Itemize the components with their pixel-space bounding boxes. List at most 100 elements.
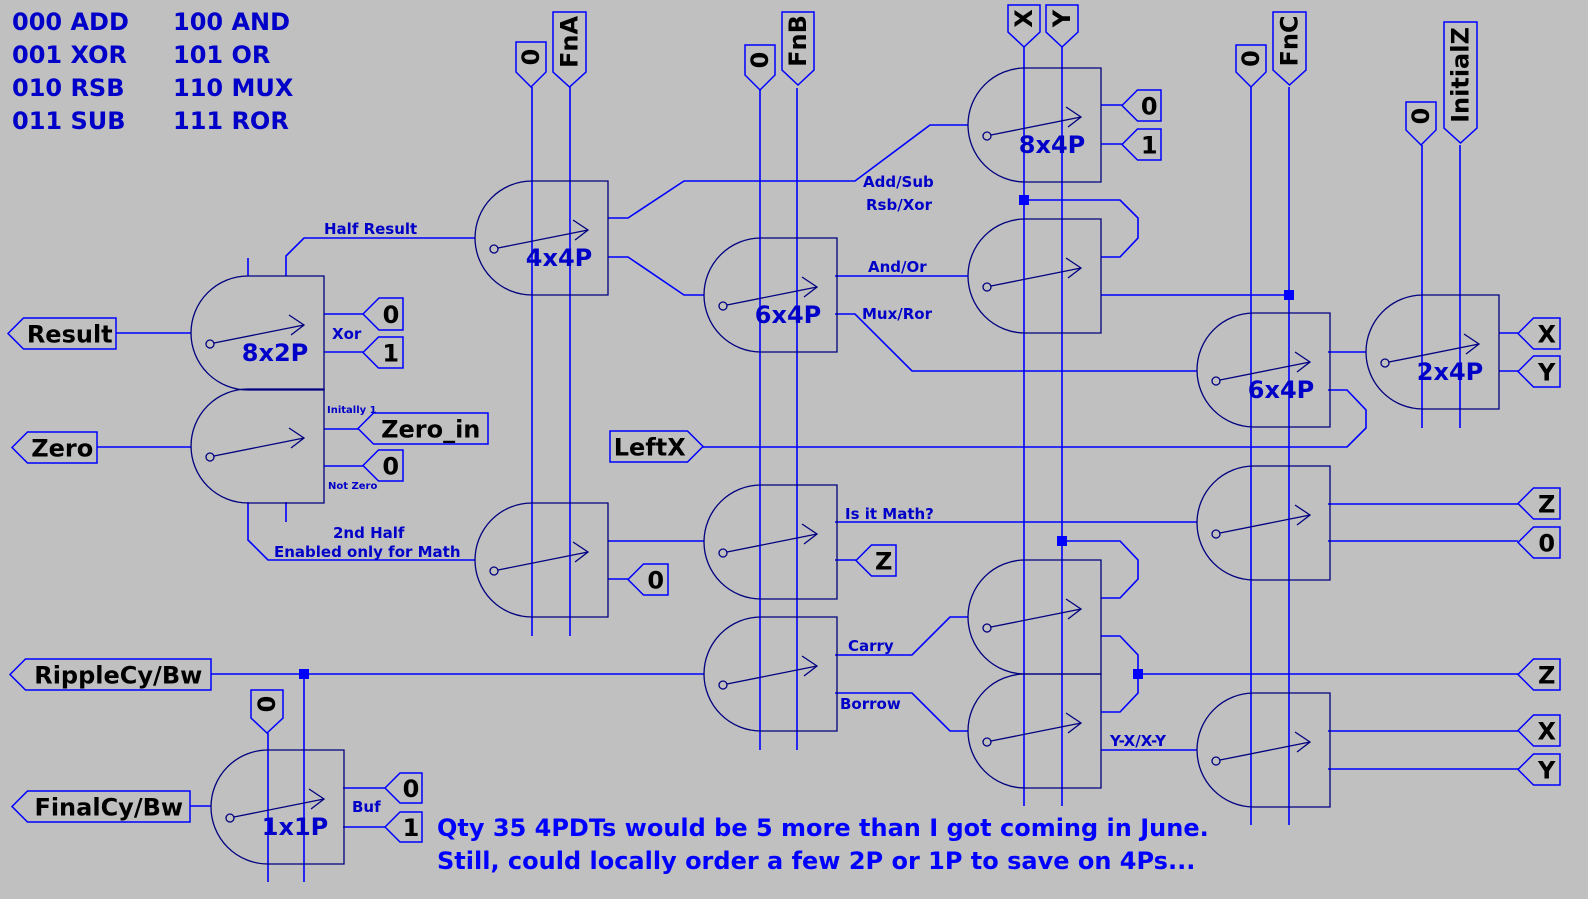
wire (1062, 540, 1139, 599)
switch-arrow-icon (1380, 333, 1481, 368)
net-label[interactable]: Y (1516, 753, 1561, 786)
net-label[interactable]: 0 (361, 297, 404, 331)
switch-body (1196, 312, 1331, 428)
net-label-flag (361, 336, 404, 369)
legend-item: 001 XOR (12, 41, 127, 69)
switch[interactable] (474, 502, 609, 618)
switch-label: 2x4P (1417, 358, 1483, 386)
net-label[interactable]: Z (1516, 487, 1561, 520)
legend-item: 011 SUB (12, 107, 126, 135)
net-label-text: FnB (784, 15, 812, 67)
switch-arrow-icon (1211, 504, 1312, 539)
net-label[interactable]: Z (854, 544, 897, 577)
net-label[interactable]: Z (1516, 658, 1561, 691)
switch[interactable] (967, 559, 1102, 675)
net-label[interactable]: Zero (10, 431, 98, 464)
switch[interactable] (967, 218, 1102, 334)
switch[interactable]: 2x4P (1365, 294, 1500, 410)
net-label[interactable]: 0 (744, 44, 776, 92)
net-label[interactable]: 0 (626, 563, 669, 596)
switch-arrow-icon (205, 427, 306, 462)
switch[interactable]: 6x4P (703, 237, 838, 353)
switch-body (703, 616, 838, 732)
net-label[interactable]: 0 (1235, 44, 1267, 89)
net-label[interactable]: FinalCy/Bw (10, 790, 191, 823)
net-label[interactable]: LeftX (609, 430, 705, 463)
net-label[interactable]: 0 (250, 689, 284, 735)
switch-arrow-icon (205, 314, 306, 349)
net-label[interactable]: Result (6, 317, 117, 350)
wire-labels: Half Result Add/Sub Rsb/Xor And/Or Mux/R… (274, 173, 1167, 816)
net-label[interactable]: FnC (1272, 11, 1307, 87)
net-label-flag (552, 11, 587, 89)
net-label[interactable]: Y (1516, 355, 1561, 388)
net-label[interactable]: 0 (1120, 89, 1162, 122)
net-label-flag (1516, 753, 1561, 786)
switch[interactable]: 1x1P (210, 749, 345, 865)
switch[interactable] (967, 673, 1102, 789)
switch[interactable] (703, 616, 838, 732)
net-label[interactable]: 1 (1120, 128, 1162, 161)
wire-label-is-it-math: Is it Math? (845, 505, 934, 523)
net-label-flag (1120, 89, 1162, 122)
net-label-flag (1516, 355, 1561, 388)
switch-arrow-icon (718, 523, 819, 558)
net-labels: ResultZeroRippleCy/BwFinalCy/BwLeftX01Ze… (6, 4, 1561, 843)
net-label-text: 0 (1538, 530, 1555, 558)
switch-arrow-icon (982, 257, 1083, 292)
net-label[interactable]: RippleCy/Bw (8, 658, 212, 691)
net-label-text: 0 (1141, 93, 1158, 121)
net-label[interactable]: 1 (361, 336, 404, 369)
net-label-text: Zero_in (381, 416, 480, 444)
net-label[interactable]: 0 (383, 772, 423, 804)
switch-body (967, 218, 1102, 334)
net-label-text: Zero (31, 435, 93, 463)
net-label-text: 1 (1141, 132, 1158, 160)
net-label[interactable]: FnB (781, 11, 815, 87)
switch-body (967, 67, 1102, 183)
switch-body (210, 749, 345, 865)
net-label-text: 1 (403, 814, 420, 842)
switch[interactable]: 6x4P (1196, 312, 1331, 428)
wire-label-enabled-math: Enabled only for Math (274, 543, 461, 561)
net-label-flag (1516, 487, 1561, 520)
switch-body (1196, 692, 1331, 808)
net-label-text: FnC (1276, 15, 1304, 66)
net-label[interactable]: X (1007, 4, 1041, 49)
switch-body (190, 388, 325, 504)
net-label-flag (383, 772, 423, 804)
switch[interactable] (1196, 465, 1331, 581)
switch[interactable] (1196, 692, 1331, 808)
net-label[interactable]: X (1516, 714, 1561, 747)
net-label[interactable]: Y (1045, 4, 1079, 49)
net-label-text: RippleCy/Bw (34, 662, 202, 690)
switch[interactable] (703, 484, 838, 600)
net-label[interactable]: X (1516, 317, 1561, 350)
net-label-text: Z (875, 548, 892, 576)
wire (703, 389, 1367, 448)
switch[interactable] (190, 388, 325, 504)
wire-label-buf: Buf (352, 798, 381, 816)
net-label[interactable]: 0 (1405, 101, 1437, 147)
wire-label-yx-xy: Y-X/X-Y (1109, 732, 1167, 750)
net-label-flag (744, 44, 776, 92)
wire (835, 616, 968, 656)
net-label-flag (10, 790, 191, 823)
switch-arrow-icon (489, 541, 590, 576)
net-label[interactable]: InitialZ (1443, 21, 1478, 145)
net-label-text: 0 (383, 301, 400, 329)
switch[interactable]: 4x4P (474, 180, 609, 296)
net-label[interactable]: 0 (515, 41, 547, 89)
net-label-flag (626, 563, 669, 596)
wire-label-2nd-half: 2nd Half (333, 524, 405, 542)
net-label[interactable]: FnA (552, 11, 587, 89)
net-label-text: Y (1537, 359, 1556, 387)
switch-body (967, 559, 1102, 675)
net-label[interactable]: Zero_in (356, 412, 489, 445)
switch[interactable]: 8x4P (967, 67, 1102, 183)
net-label[interactable]: 0 (1516, 526, 1561, 559)
net-label[interactable]: 0 (361, 449, 404, 482)
switch[interactable]: 8x2P (190, 275, 325, 391)
net-label[interactable]: 1 (383, 811, 423, 843)
switch-arrow-icon (1211, 731, 1312, 766)
